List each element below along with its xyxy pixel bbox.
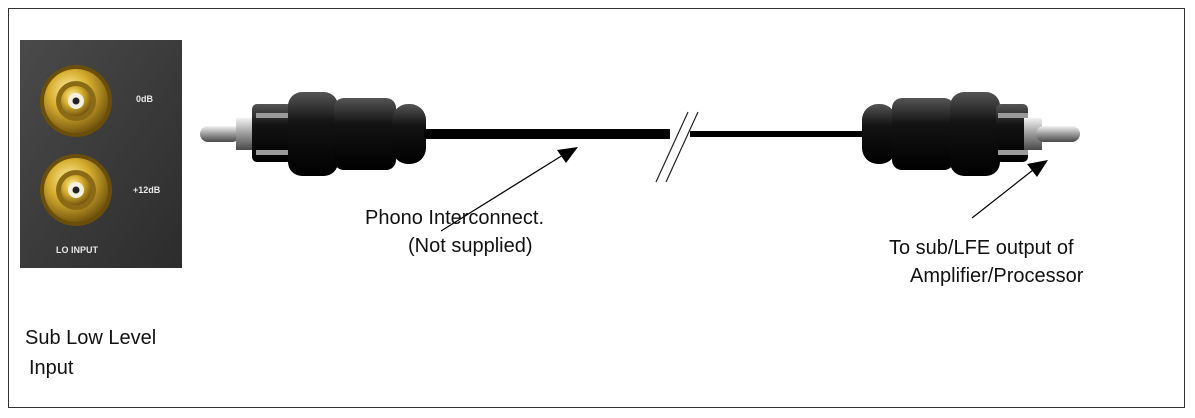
sub-input-label-line2: Input <box>29 357 74 379</box>
sub-input-label-line1: Sub Low Level <box>25 327 157 349</box>
rca-jack-icon <box>40 65 112 137</box>
output-label-line2: Amplifier/Processor <box>910 265 1084 287</box>
jack-bottom-label: +12dB <box>133 185 161 195</box>
rca-jack-icon <box>40 154 112 226</box>
jack-top-label: 0dB <box>136 94 154 104</box>
pointer-arrow-icon <box>971 160 1048 219</box>
output-label-line1: To sub/LFE output of <box>889 237 1074 259</box>
cable-label-line1: Phono Interconnect. <box>365 207 545 229</box>
pointer-arrow-icon <box>440 147 578 232</box>
cable <box>424 129 868 139</box>
panel-caption: LO INPUT <box>56 245 98 255</box>
lo-input-panel <box>20 40 182 268</box>
rca-plug-icon <box>862 92 1080 176</box>
cable-label-line2: (Not supplied) <box>408 235 533 257</box>
cable-break-icon <box>655 111 699 183</box>
rca-plug-icon <box>200 92 426 176</box>
diagram-frame <box>8 8 1185 408</box>
